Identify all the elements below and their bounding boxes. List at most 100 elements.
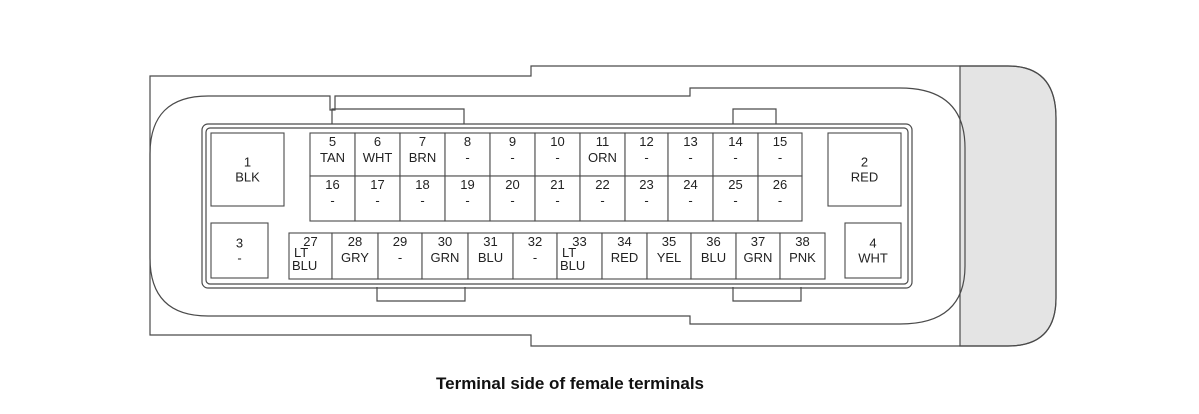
terminal-29: 29- (377, 232, 423, 280)
wire-color: - (733, 193, 737, 208)
terminal-cavity (779, 232, 826, 280)
wire-color: - (465, 150, 469, 165)
terminal-cavity (288, 232, 333, 280)
wire-color: RED (611, 250, 638, 265)
wire-color: - (600, 193, 604, 208)
terminal-number: 20 (505, 177, 519, 192)
terminal-cavity (735, 232, 781, 280)
terminal-18: 18- (399, 175, 446, 222)
terminal-3: 3- (210, 222, 269, 279)
terminal-32: 32- (512, 232, 558, 280)
terminal-number: 8 (464, 134, 471, 149)
terminal-cavity (421, 232, 469, 280)
wire-color: BLU (701, 250, 726, 265)
terminal-number: 25 (728, 177, 742, 192)
connector-outer-shell (149, 65, 1057, 347)
terminal-25: 25- (712, 175, 759, 222)
terminal-cavity (757, 175, 803, 222)
terminal-number: 14 (728, 134, 742, 149)
terminal-24: 24- (667, 175, 714, 222)
wire-color: - (778, 193, 782, 208)
wire-color: WHT (858, 251, 888, 266)
terminal-9: 9- (489, 132, 536, 177)
terminal-number: 10 (550, 134, 564, 149)
terminal-8: 8- (444, 132, 491, 177)
terminal-number: 36 (706, 234, 720, 249)
wire-color: - (555, 193, 559, 208)
terminal-number: 6 (374, 134, 381, 149)
terminal-cavity (844, 222, 902, 279)
terminal-cavity (210, 132, 285, 207)
wire-color: YEL (657, 250, 682, 265)
wire-color: - (510, 193, 514, 208)
wire-color: WHT (363, 150, 393, 165)
wire-color: RED (851, 170, 878, 185)
terminal-12: 12- (624, 132, 669, 177)
terminal-13: 13- (667, 132, 714, 177)
terminal-cavity (534, 132, 581, 177)
terminal-cavity (624, 175, 669, 222)
wire-color: - (688, 193, 692, 208)
wire-color: BLU (478, 250, 503, 265)
terminal-number: 3 (236, 236, 243, 251)
connector-inner-shroud (149, 87, 966, 325)
wire-color: GRN (744, 250, 773, 265)
terminal-cells: 1BLK2RED3-4WHT5TAN16-6WHT17-7BRN18-8-19-… (210, 132, 902, 280)
connector-housing (149, 65, 1057, 347)
terminal-cavity (210, 222, 269, 279)
terminal-cavity (354, 175, 401, 222)
wire-color: - (533, 250, 537, 265)
terminal-number: 26 (773, 177, 787, 192)
terminal-number: 35 (662, 234, 676, 249)
wire-color: - (688, 150, 692, 165)
terminal-26: 26- (757, 175, 803, 222)
wire-color: - (510, 150, 514, 165)
terminal-cavity (579, 175, 626, 222)
lower-key-left (376, 287, 466, 302)
upper-key-right (732, 108, 777, 124)
terminal-14: 14- (712, 132, 759, 177)
terminal-cavity (712, 175, 759, 222)
terminal-number: 21 (550, 177, 564, 192)
terminal-number: 30 (438, 234, 452, 249)
terminal-number: 28 (348, 234, 362, 249)
wire-color: - (555, 150, 559, 165)
diagram-caption: Terminal side of female terminals (436, 374, 704, 393)
terminal-number: 16 (325, 177, 339, 192)
cavity-frame-inner (205, 127, 909, 285)
wire-color: GRY (341, 250, 369, 265)
wire-color: - (330, 193, 334, 208)
terminal-number: 34 (617, 234, 631, 249)
wire-color: - (644, 193, 648, 208)
terminal-number: 38 (795, 234, 809, 249)
terminal-cavity (399, 175, 446, 222)
wire-color: PNK (789, 250, 816, 265)
terminal-15: 15- (757, 132, 803, 177)
terminal-number: 22 (595, 177, 609, 192)
terminal-cavity (827, 132, 902, 207)
terminal-cavity (534, 175, 581, 222)
terminal-cavity (690, 232, 737, 280)
wire-color: - (644, 150, 648, 165)
wire-color: GRN (431, 250, 460, 265)
terminal-number: 11 (596, 134, 610, 149)
wire-color: - (237, 251, 241, 266)
terminal-cavity (646, 232, 692, 280)
terminal-number: 19 (460, 177, 474, 192)
wire-color: - (778, 150, 782, 165)
terminal-10: 10- (534, 132, 581, 177)
cavity-frame-outer (201, 123, 913, 289)
connector-latch (959, 65, 1057, 347)
